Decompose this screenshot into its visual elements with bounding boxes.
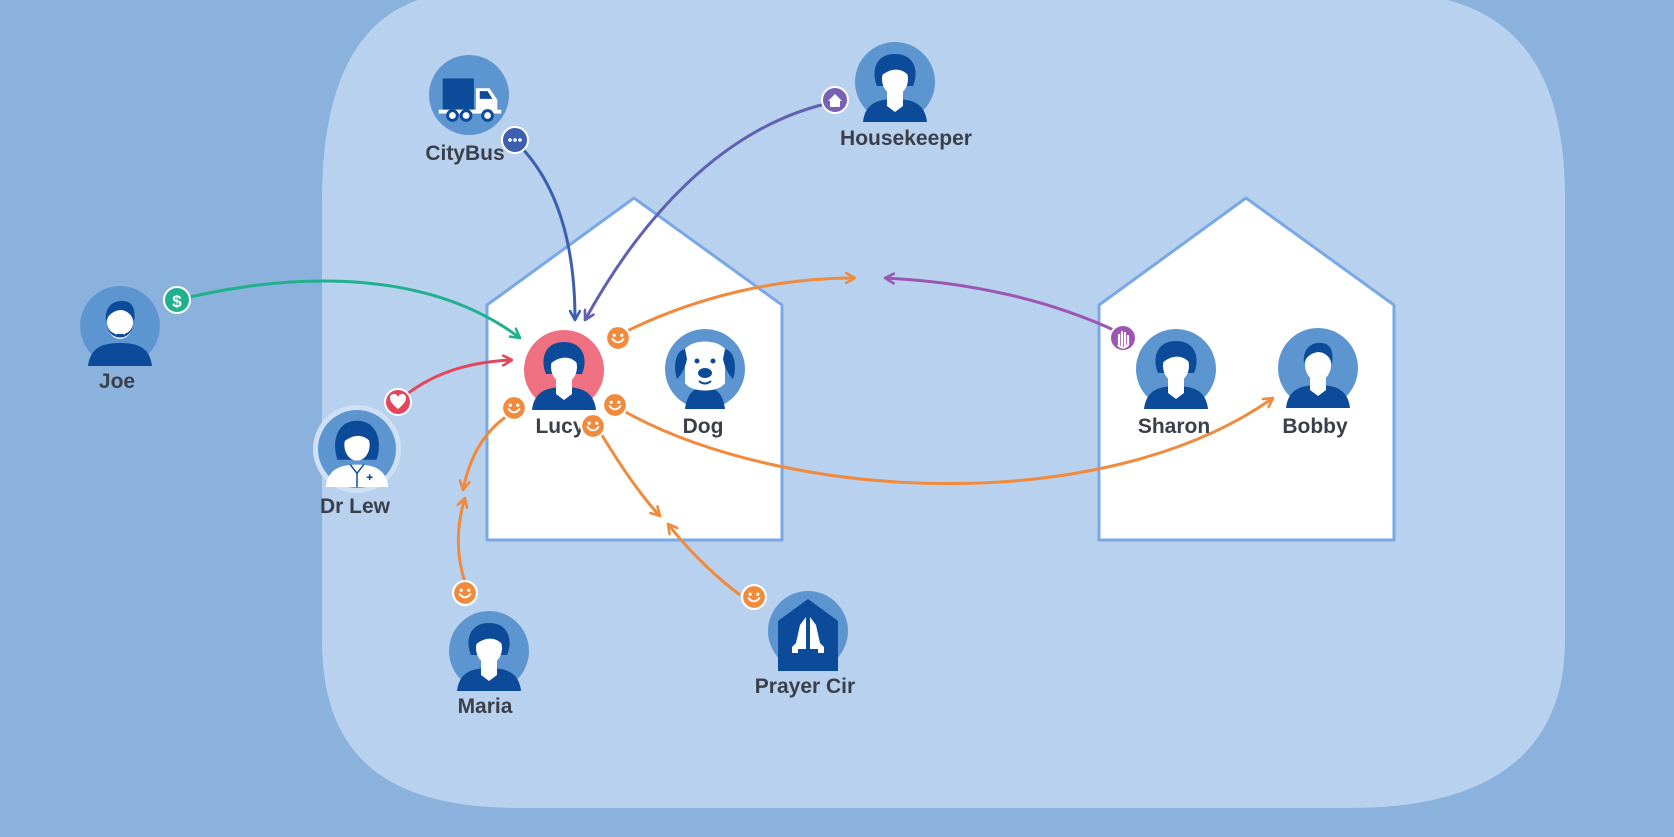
group-prayer-circle[interactable]: Prayer Cir xyxy=(755,591,855,698)
organization-citybus[interactable]: CityBus xyxy=(425,55,509,165)
person-joe[interactable]: Joe xyxy=(80,286,160,393)
home-icon xyxy=(821,86,849,114)
connection-drlew-lucy[interactable] xyxy=(401,360,512,400)
person-lucy[interactable]: Lucy xyxy=(524,330,604,438)
household-sharon[interactable] xyxy=(1097,196,1396,542)
connection-joe-lucy[interactable] xyxy=(189,279,520,338)
smiley-icon xyxy=(602,392,628,418)
heart-icon xyxy=(384,388,412,416)
citybus-label: CityBus xyxy=(425,142,504,165)
smiley-icon xyxy=(501,395,527,421)
joe-label: Joe xyxy=(99,370,135,393)
smiley-icon xyxy=(741,584,767,610)
smiley-icon xyxy=(605,325,631,351)
pet-dog[interactable]: Dog xyxy=(665,329,745,438)
sharon-label: Sharon xyxy=(1138,415,1210,438)
person-maria[interactable]: Maria xyxy=(449,611,529,718)
smiley-icon xyxy=(580,413,606,439)
connection-citybus-lucy[interactable] xyxy=(514,140,575,320)
person-bobby[interactable]: Bobby xyxy=(1278,328,1358,438)
connection-prayer-lucy[interactable] xyxy=(668,524,741,597)
dr-lew-label: Dr Lew xyxy=(320,495,391,518)
connection-maria-lucy[interactable] xyxy=(458,498,466,586)
dog-label: Dog xyxy=(683,415,724,438)
connection-lucy-maria-out[interactable] xyxy=(463,412,511,490)
dollar-icon: $ xyxy=(163,286,191,314)
svg-text:$: $ xyxy=(172,292,182,311)
prayer-cir-label: Prayer Cir xyxy=(755,675,855,698)
chat-icon xyxy=(501,126,529,154)
connection-lucy-bobby[interactable] xyxy=(621,398,1273,486)
maria-label: Maria xyxy=(458,695,513,718)
bobby-label: Bobby xyxy=(1282,415,1348,438)
person-dr-lew[interactable]: Dr Lew xyxy=(313,405,401,518)
housekeeper-label: Housekeeper xyxy=(840,127,972,150)
connection-sharon-household[interactable] xyxy=(885,278,1119,334)
connection-housekeeper-lucy[interactable] xyxy=(585,102,826,320)
person-housekeeper[interactable]: Housekeeper xyxy=(840,42,972,150)
connection-lucy-prayer[interactable] xyxy=(598,431,660,516)
hand-icon xyxy=(1109,324,1137,352)
smiley-icon xyxy=(452,580,478,606)
connection-lucy-household[interactable] xyxy=(624,278,855,334)
person-sharon[interactable]: Sharon xyxy=(1136,329,1216,438)
household-lucy[interactable] xyxy=(485,196,784,542)
lucy-label: Lucy xyxy=(535,415,584,438)
